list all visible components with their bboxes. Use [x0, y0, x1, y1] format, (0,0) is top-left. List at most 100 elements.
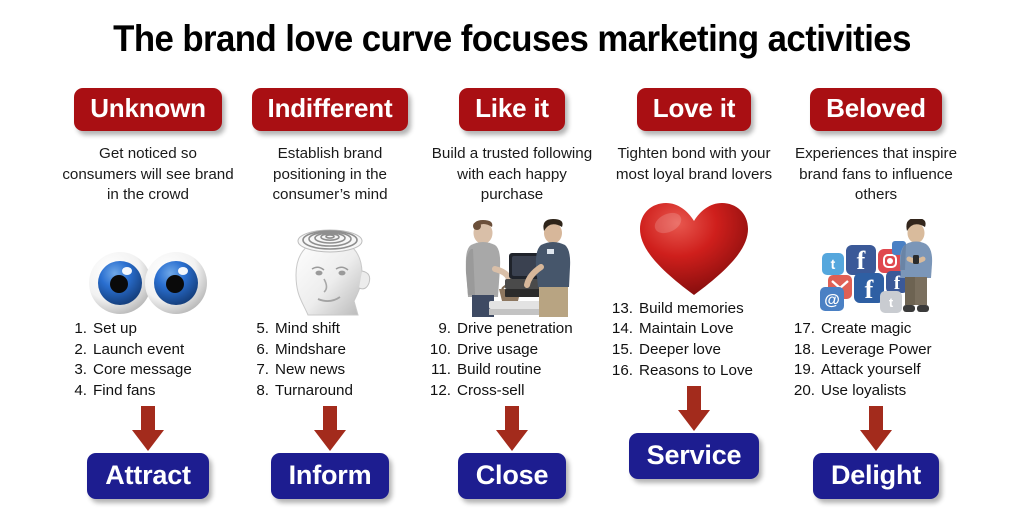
list-item: 17. Create magic [790, 319, 962, 340]
down-arrow-icon [608, 385, 780, 433]
social-media-icons-person-icon: t f f @ f [790, 211, 962, 319]
action-pill-inform[interactable]: Inform [270, 452, 390, 500]
step-number: 8. [256, 381, 269, 399]
step-label: Cross-sell [457, 381, 525, 399]
list-item: 16. Reasons to Love [608, 361, 780, 382]
step-number: 2. [74, 340, 87, 358]
stage-description-like-it: Build a trusted following with each happ… [431, 145, 593, 203]
list-item: 10. Drive usage [426, 340, 598, 361]
step-list-indifferent: 5. Mind shift 6. Mindshare 7.New news 8. Tu… [244, 319, 416, 403]
list-item: 18. Leverage Power [790, 340, 962, 361]
step-label: Use loyalists [821, 381, 907, 399]
list-item: 4. Find fans [62, 381, 234, 402]
page-title: The brand love curve focuses marketing a… [113, 18, 911, 59]
step-number: 4. [74, 381, 87, 399]
svg-text:t: t [889, 295, 894, 310]
stage-column-like-it: Like it Build a trusted following with e… [426, 88, 598, 500]
action-pill-service[interactable]: Service [628, 432, 760, 480]
list-item: 15. Deeper love [608, 340, 780, 361]
step-number: 12. [429, 381, 451, 399]
stage-pill-indifferent[interactable]: Indifferent [251, 88, 409, 132]
stage-column-beloved: Beloved Experiences that inspire brand f… [790, 88, 962, 500]
list-item: 1. Set up [62, 319, 234, 340]
step-label: Drive usage [457, 340, 539, 358]
step-list-love-it: 13. Build memories 14. Maintain Love 15. De… [608, 299, 780, 383]
step-number: 18. [793, 340, 815, 358]
step-label: Leverage Power [821, 340, 932, 358]
svg-text:f: f [857, 246, 866, 275]
step-number: 1. [74, 319, 87, 337]
step-label: Drive penetration [457, 319, 573, 337]
list-item: 2. Launch event [62, 340, 234, 361]
stage-pill-like-it[interactable]: Like it [459, 88, 565, 132]
step-label: Build routine [457, 361, 542, 379]
list-item: 8. Turnaround [244, 381, 416, 402]
step-number: 7. [256, 361, 269, 379]
step-label: Build memories [639, 299, 744, 317]
action-pill-close[interactable]: Close [457, 452, 567, 500]
svg-text:@: @ [824, 292, 840, 309]
stage-description-unknown: Get noticed so consumers will see brand … [62, 145, 234, 203]
step-label: Maintain Love [639, 320, 734, 338]
step-label: Attack yourself [821, 361, 921, 379]
step-label: Set up [93, 319, 137, 337]
step-label: Launch event [93, 340, 185, 358]
blue-eyes-icon [62, 211, 234, 319]
stage-pill-unknown[interactable]: Unknown [74, 88, 222, 132]
stage-pill-love-it[interactable]: Love it [636, 88, 752, 132]
step-label: Core message [93, 361, 192, 379]
stage-description-love-it: Tighten bond with your most loyal brand … [615, 145, 773, 183]
step-number: 11. [431, 361, 451, 379]
step-list-unknown: 1. Set up 2. Launch event 3. Core message 4… [62, 319, 234, 403]
svg-text:f: f [865, 275, 874, 304]
list-item: 13. Build memories [608, 299, 780, 320]
step-label: Create magic [821, 319, 912, 337]
step-number: 15. [611, 341, 633, 359]
list-item: 11. Build routine [426, 360, 598, 381]
step-number: 6. [256, 340, 269, 358]
step-label: Turnaround [275, 381, 353, 399]
down-arrow-icon [62, 405, 234, 453]
list-item: 19. Attack yourself [790, 360, 962, 381]
list-item: 9. Drive penetration [426, 319, 598, 340]
step-list-like-it: 9. Drive penetration 10. Drive usage 11. Bu… [426, 319, 598, 403]
list-item: 7.New news [244, 360, 416, 381]
stage-description-indifferent: Establish brand positioning in the consu… [272, 145, 388, 203]
step-label: Mindshare [275, 340, 346, 358]
list-item: 20. Use loyalists [790, 381, 962, 402]
step-number: 9. [438, 319, 451, 337]
step-list-beloved: 17. Create magic 18. Leverage Power 19. Att… [790, 319, 962, 403]
action-pill-delight[interactable]: Delight [812, 452, 940, 500]
step-label: Find fans [93, 381, 156, 399]
stage-column-love-it: Love it Tighten bond with your most loya… [608, 88, 780, 480]
step-number: 20. [793, 381, 815, 399]
checkout-counter-icon [426, 211, 598, 319]
step-label: Mind shift [275, 319, 340, 337]
down-arrow-icon [426, 405, 598, 453]
list-item: 3. Core message [62, 360, 234, 381]
action-pill-attract[interactable]: Attract [87, 452, 209, 500]
stage-column-indifferent: Indifferent Establish brand positioning … [244, 88, 416, 500]
step-label: Reasons to Love [639, 361, 753, 379]
stage-column-unknown: Unknown Get noticed so consumers will se… [62, 88, 234, 500]
list-item: 6. Mindshare [244, 340, 416, 361]
step-number: 14. [611, 320, 633, 338]
step-number: 5. [256, 319, 269, 337]
step-number: 17. [793, 319, 815, 337]
step-number: 3. [74, 361, 87, 379]
step-number: 16. [611, 361, 633, 379]
step-number: 19. [793, 361, 815, 379]
step-number: 13. [611, 299, 633, 317]
svg-text:t: t [831, 256, 836, 272]
list-item: 14. Maintain Love [608, 319, 780, 340]
list-item: 12. Cross-sell [426, 381, 598, 402]
list-item: 5. Mind shift [244, 319, 416, 340]
red-heart-icon [608, 191, 780, 299]
head-with-maze-icon [244, 211, 416, 319]
step-number: 10. [429, 340, 451, 358]
down-arrow-icon [790, 405, 962, 453]
svg-text:f: f [894, 273, 901, 294]
step-label: Deeper love [639, 341, 721, 359]
stage-pill-beloved[interactable]: Beloved [810, 88, 942, 132]
